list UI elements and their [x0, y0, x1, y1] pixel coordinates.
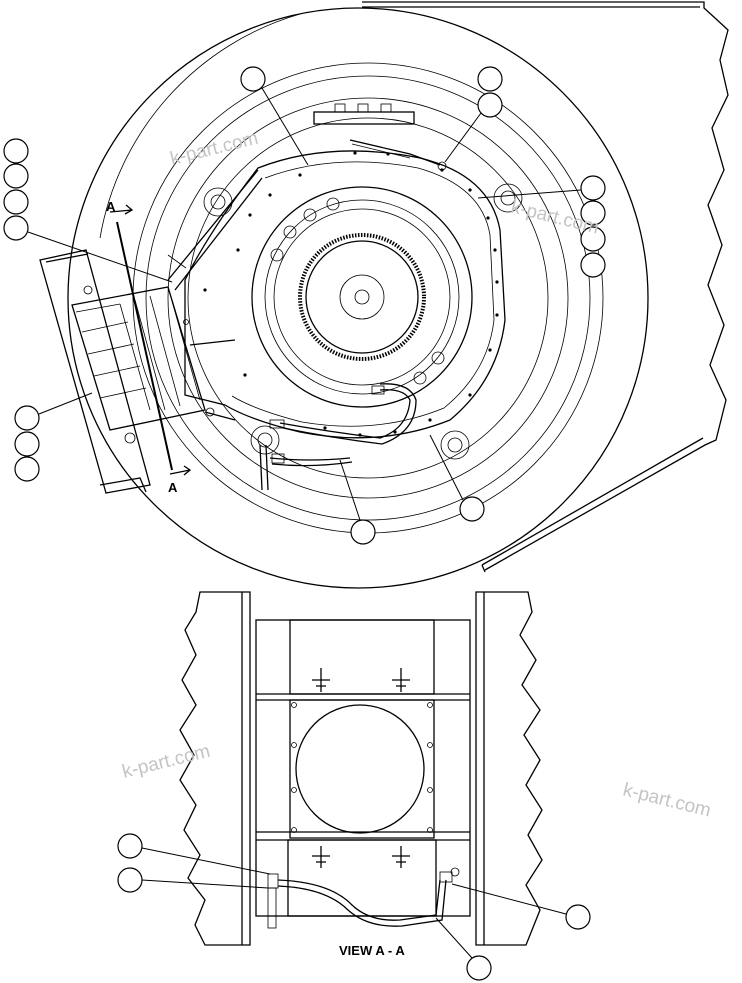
hose-assembly [267, 867, 460, 929]
callout-bubble [565, 904, 591, 930]
callout-bubble [466, 955, 492, 981]
callout-bubble [459, 496, 485, 522]
callout-bubble [14, 431, 40, 457]
callout-bubble [350, 519, 376, 545]
top-view: A A [3, 1, 729, 589]
right-frame [475, 591, 543, 946]
section-mark-top: A [106, 199, 116, 214]
watermark: k-part.com [120, 741, 212, 783]
housing-bolts [203, 151, 499, 437]
side-box [39, 249, 215, 494]
section-callouts [117, 833, 591, 981]
top-callouts [3, 66, 606, 545]
adapter-opening [295, 704, 425, 834]
callout-bubble [14, 405, 40, 431]
frame-edge [362, 1, 729, 571]
section-line [116, 221, 173, 471]
view-label: VIEW A - A [339, 943, 405, 958]
callout-bubble [3, 163, 29, 189]
adapter-plate [289, 699, 435, 839]
callout-bubble [3, 189, 29, 215]
ring-gear [298, 233, 426, 361]
clamps [312, 668, 410, 868]
callout-bubble [580, 200, 606, 226]
section-leaders [141, 847, 567, 959]
callout-bubble [477, 66, 503, 92]
lower-panel [287, 839, 437, 917]
callout-bubble [477, 92, 503, 118]
outer-housing [67, 7, 649, 589]
hoses-top [259, 383, 417, 491]
callout-bubble [14, 456, 40, 482]
section-mark-bottom: A [168, 480, 178, 495]
left-frame [179, 591, 251, 946]
callout-bubble [580, 226, 606, 252]
callout-bubble [580, 252, 606, 278]
watermark: k-part.com [621, 779, 713, 821]
callout-bubble [117, 867, 143, 893]
flywheel-housing [184, 150, 506, 439]
callout-bubble [240, 66, 266, 92]
callout-bubble [3, 215, 29, 241]
callout-bubble [117, 833, 143, 859]
watermark: k-part.com [168, 128, 260, 170]
section-view: VIEW A - A [117, 591, 591, 981]
callout-bubble [580, 175, 606, 201]
upper-panel [289, 619, 435, 695]
top-leaders [27, 87, 582, 521]
callout-bubble [3, 138, 29, 164]
